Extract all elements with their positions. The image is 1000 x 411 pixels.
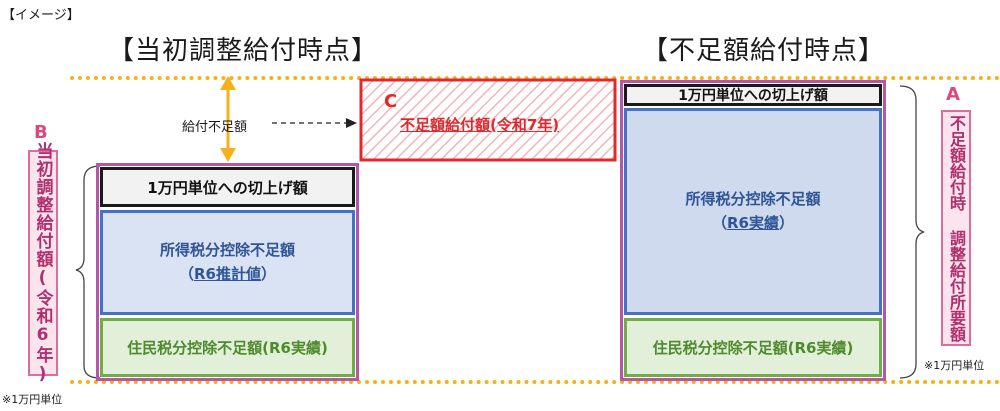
left-shotoku-close-paren: ） — [261, 264, 277, 283]
right-shotoku-line1: 所得税分控除不足額 — [685, 190, 821, 209]
left-kiriage-label: 1万円単位への切上げ額 — [147, 178, 308, 197]
image-label: 【イメージ】 — [2, 8, 80, 23]
gap-arrow-head — [346, 118, 357, 128]
left-footnote: ※1万円単位 — [2, 393, 63, 406]
left-vertical-label: 当初調整給付額(令和6年) — [28, 142, 58, 385]
shortfall-box-label: 不足額給付額(令和7年) — [400, 116, 560, 134]
letter-b: B — [34, 122, 48, 143]
right-jumin-label: 住民税分控除不足額(R6実績) — [652, 339, 854, 357]
letter-a: A — [946, 84, 960, 105]
right-jumin-box: 住民税分控除不足額(R6実績) — [624, 318, 882, 377]
shortfall-arrow-down — [220, 148, 236, 162]
right-heading: 【不足額給付時点】 — [642, 36, 886, 66]
left-heading: 【当初調整給付時点】 — [108, 36, 379, 66]
left-column-frame — [96, 163, 359, 381]
left-jumin-box: 住民税分控除不足額(R6実績) — [100, 318, 355, 377]
left-jumin-label: 住民税分控除不足額(R6実績) — [127, 339, 328, 357]
right-shotoku-close-paren: ） — [779, 213, 795, 232]
right-kiriage-box: 1万円単位への切上げ額 — [624, 84, 882, 106]
right-shotoku-line2: （R6実績） — [712, 212, 794, 235]
left-kiriage-box: 1万円単位への切上げ額 — [100, 167, 355, 207]
right-vertical-text: 不足額給付時 調整給付所要額 — [947, 114, 966, 342]
left-shotoku-line2: （R6推計値） — [179, 263, 276, 286]
right-brace — [899, 85, 925, 379]
left-shotoku-estimate: R6推計値 — [194, 264, 261, 283]
top-dotted-line — [70, 76, 1000, 80]
right-column-frame — [620, 80, 886, 381]
letter-c: C — [384, 91, 398, 112]
right-shotoku-actual: R6実績 — [727, 213, 779, 232]
shortfall-arrow-up — [220, 76, 236, 90]
right-shotoku-box: 所得税分控除不足額 （R6実績） — [624, 108, 882, 315]
left-brace — [75, 165, 101, 379]
left-shotoku-line1: 所得税分控除不足額 — [159, 241, 295, 260]
right-footnote: ※1万円単位 — [924, 359, 985, 372]
left-vertical-text: 当初調整給付額(令和6年) — [32, 141, 53, 385]
bottom-dotted-line — [70, 380, 1000, 384]
left-shotoku-box: 所得税分控除不足額 （R6推計値） — [100, 210, 355, 315]
shortfall-box — [359, 78, 617, 162]
gap-label: 給付不足額 — [182, 120, 248, 135]
right-shotoku-open-paren: （ — [711, 213, 727, 232]
right-vertical-label: 不足額給付時 調整給付所要額 — [941, 110, 971, 346]
right-kiriage-label: 1万円単位への切上げ額 — [678, 88, 828, 104]
left-shotoku-open-paren: （ — [178, 264, 194, 283]
